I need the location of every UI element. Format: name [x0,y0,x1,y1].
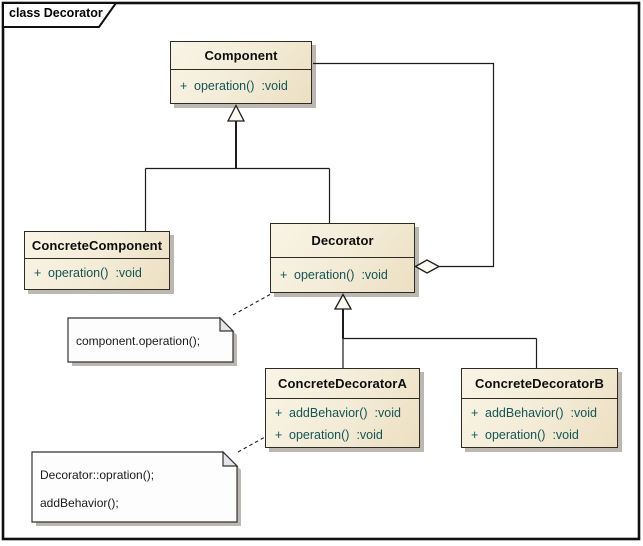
class-name: Component [171,42,311,70]
class-name: ConcreteComponent [25,232,169,259]
generalization-arrowhead-icon [226,104,246,122]
return-type-label: :void [374,406,401,420]
class-box-concrete-component[interactable]: ConcreteComponent + operation() :void [24,231,170,290]
class-box-component[interactable]: Component + operation() :void [170,41,312,104]
attribute-row[interactable]: + addBehavior() :void [266,402,419,424]
operation-label: addBehavior() [485,406,564,420]
return-type-label: :void [570,406,597,420]
class-box-concrete-decorator-a[interactable]: ConcreteDecoratorA + addBehavior() :void… [265,368,420,448]
attribute-row[interactable]: + operation() :void [171,75,311,97]
operation-label: operation() [294,268,355,282]
attribute-row[interactable]: + addBehavior() :void [462,402,617,424]
attribute-row[interactable]: + operation() :void [271,264,414,286]
return-type-label: :void [261,79,288,93]
visibility-label: + [180,79,188,93]
attribute-row[interactable]: + operation() :void [25,262,169,284]
operation-label: operation() [48,266,109,280]
operation-label: operation() [485,428,546,442]
class-name: ConcreteDecoratorA [266,369,419,399]
visibility-label: + [275,406,283,420]
visibility-label: + [275,428,283,442]
return-type-label: :void [356,428,383,442]
aggregation-diamond-icon [414,259,441,274]
class-box-decorator[interactable]: Decorator + operation() :void [270,223,415,293]
note-text-operation: component.operation(); [76,334,201,348]
return-type-label: :void [115,266,142,280]
visibility-label: + [471,406,479,420]
note-link-decorator[interactable] [237,436,266,453]
generalization-tree-to-component[interactable] [144,104,331,232]
operation-label: operation() [194,79,255,93]
operation-label: operation() [289,428,350,442]
visibility-label: + [34,266,42,280]
generalization-arrowhead-icon [333,293,353,310]
visibility-label: + [471,428,479,442]
class-name: ConcreteDecoratorB [462,369,617,399]
note-text-decorator-line2: addBehavior(); [40,496,119,510]
class-name: Decorator [271,224,414,258]
attribute-row[interactable]: + operation() :void [462,424,617,446]
note-text-decorator-line1: Decorator::opration(); [40,468,155,482]
note-shape-decorator[interactable] [31,450,241,526]
return-type-label: :void [361,268,388,282]
return-type-label: :void [552,428,579,442]
generalization-tree-to-decorator[interactable] [333,293,538,369]
note-link-operation[interactable] [232,294,271,316]
operation-label: addBehavior() [289,406,368,420]
frame-label: class Decorator [9,6,103,20]
visibility-label: + [280,268,288,282]
attribute-row[interactable]: + operation() :void [266,424,419,446]
class-box-concrete-decorator-b[interactable]: ConcreteDecoratorB + addBehavior() :void… [461,368,618,448]
